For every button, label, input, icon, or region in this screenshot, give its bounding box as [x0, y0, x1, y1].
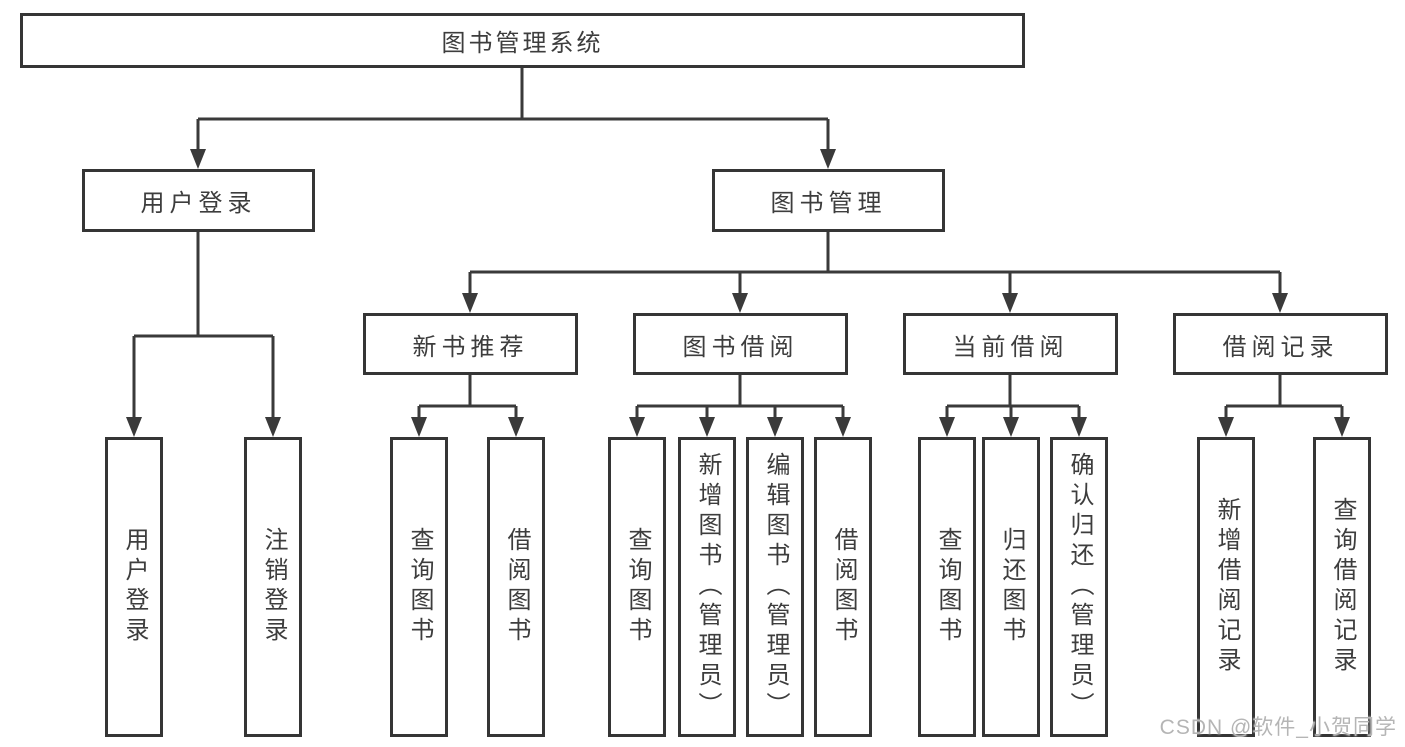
leaf-query-borrow-record: 查询借阅记录 [1313, 437, 1371, 737]
leaf-return-books: 归还图书 [982, 437, 1040, 737]
leaf-query-books-borrowing-label: 查询图书 [624, 527, 651, 647]
node-book-management-label: 图书管理 [770, 190, 887, 217]
leaf-edit-books-admin: 编辑图书（管理员） [746, 437, 804, 737]
node-book-management: 图书管理 [712, 169, 945, 232]
node-borrowing-records: 借阅记录 [1173, 313, 1388, 375]
leaf-edit-books-admin-label: 编辑图书（管理员） [762, 452, 789, 722]
leaf-borrow-books-label: 借阅图书 [830, 527, 857, 647]
leaf-borrow-books-recommend-label: 借阅图书 [503, 527, 530, 647]
leaf-query-borrow-record-label: 查询借阅记录 [1329, 497, 1356, 677]
leaf-borrow-books-recommend: 借阅图书 [487, 437, 545, 737]
leaf-query-books-current: 查询图书 [918, 437, 976, 737]
leaf-user-login-label: 用户登录 [121, 527, 148, 647]
leaf-add-books-admin: 新增图书（管理员） [678, 437, 736, 737]
node-book-borrowing-label: 图书借阅 [682, 333, 799, 361]
leaf-query-books-recommend-label: 查询图书 [406, 527, 433, 647]
leaf-logout-label: 注销登录 [260, 527, 287, 647]
node-library-management-system: 图书管理系统 [20, 13, 1025, 68]
node-user-login: 用户登录 [82, 169, 315, 232]
node-current-borrowing: 当前借阅 [903, 313, 1118, 375]
leaf-borrow-books: 借阅图书 [814, 437, 872, 737]
leaf-logout: 注销登录 [244, 437, 302, 737]
csdn-watermark: CSDN @软件_小贺同学 [1159, 716, 1397, 739]
leaf-user-login: 用户登录 [105, 437, 163, 737]
node-user-login-label: 用户登录 [140, 190, 257, 217]
node-current-borrowing-label: 当前借阅 [952, 333, 1069, 361]
leaf-query-books-recommend: 查询图书 [390, 437, 448, 737]
node-library-management-system-label: 图书管理系统 [441, 30, 604, 57]
leaf-query-books-current-label: 查询图书 [934, 527, 961, 647]
node-book-borrowing: 图书借阅 [633, 313, 848, 375]
leaf-return-books-label: 归还图书 [998, 527, 1025, 647]
leaf-query-books-borrowing: 查询图书 [608, 437, 666, 737]
node-new-book-recommendation-label: 新书推荐 [412, 333, 529, 361]
node-borrowing-records-label: 借阅记录 [1222, 333, 1339, 361]
leaf-confirm-return-admin-label: 确认归还（管理员） [1066, 452, 1093, 722]
leaf-confirm-return-admin: 确认归还（管理员） [1050, 437, 1108, 737]
leaf-add-books-admin-label: 新增图书（管理员） [694, 452, 721, 722]
leaf-add-borrow-record-label: 新增借阅记录 [1213, 497, 1240, 677]
leaf-add-borrow-record: 新增借阅记录 [1197, 437, 1255, 737]
node-new-book-recommendation: 新书推荐 [363, 313, 578, 375]
